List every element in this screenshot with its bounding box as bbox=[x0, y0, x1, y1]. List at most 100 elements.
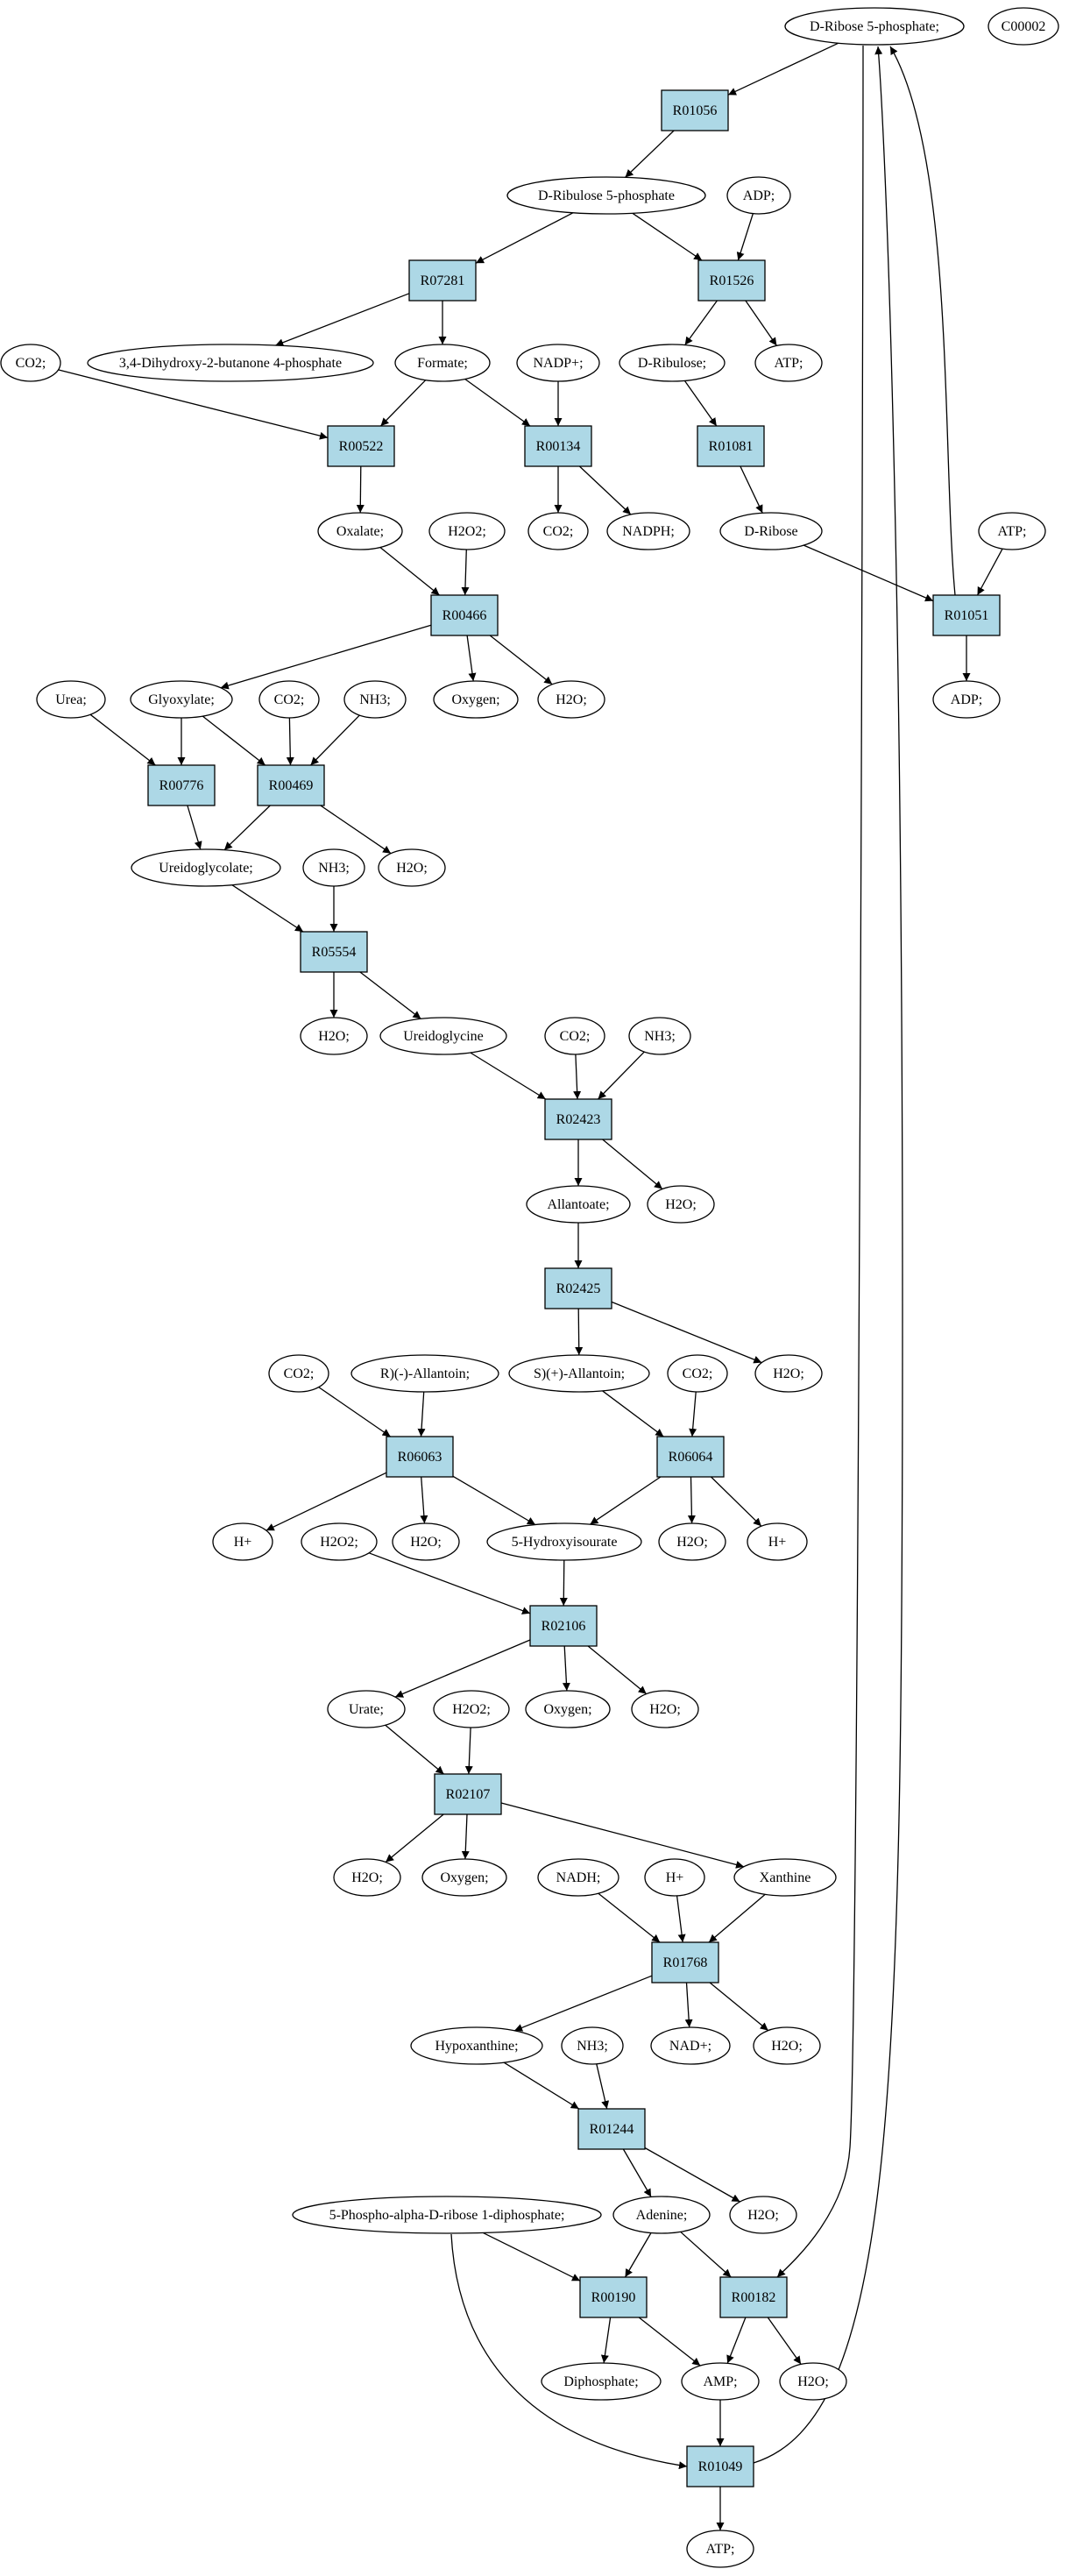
metabolite-node-nh3_4[interactable]: NH3; bbox=[561, 2026, 624, 2065]
metabolite-node-h2o_8[interactable]: H2O; bbox=[631, 1690, 699, 1728]
metabolite-node-c00002[interactable]: C00002 bbox=[988, 7, 1059, 46]
metabolite-node-hplus_3[interactable]: H+ bbox=[644, 1858, 705, 1897]
metabolite-node-h2o_7[interactable]: H2O; bbox=[658, 1522, 726, 1561]
reaction-node-r00134[interactable]: R00134 bbox=[524, 425, 592, 467]
reaction-node-r00466[interactable]: R00466 bbox=[430, 594, 499, 636]
metabolite-node-nh3_1[interactable]: NH3; bbox=[343, 680, 407, 719]
metabolite-node-h2o_12[interactable]: H2O; bbox=[779, 2362, 847, 2401]
reaction-node-r02423[interactable]: R02423 bbox=[544, 1098, 612, 1140]
metabolite-node-diphosphate[interactable]: Diphosphate; bbox=[541, 2362, 662, 2401]
reaction-node-r01051[interactable]: R01051 bbox=[932, 594, 1001, 636]
metabolite-node-adenine[interactable]: Adenine; bbox=[612, 2196, 711, 2234]
reaction-node-r00182[interactable]: R00182 bbox=[719, 2276, 788, 2318]
reaction-box bbox=[579, 2276, 648, 2318]
metabolite-node-atp1[interactable]: ATP; bbox=[754, 344, 823, 382]
metabolite-node-co2_1[interactable]: CO2; bbox=[0, 344, 61, 382]
metabolite-node-s_allantoin[interactable]: S)(+)-Allantoin; bbox=[508, 1354, 650, 1393]
metabolite-node-nh3_2[interactable]: NH3; bbox=[302, 848, 365, 887]
node-label: CO2; bbox=[560, 1029, 591, 1044]
metabolite-node-formate[interactable]: Formate; bbox=[394, 344, 491, 382]
metabolite-node-allantoate[interactable]: Allantoate; bbox=[526, 1185, 631, 1224]
metabolite-node-h2o_2[interactable]: H2O; bbox=[378, 848, 446, 887]
edge-r06064-to-hiu bbox=[590, 1476, 662, 1525]
metabolite-node-dhbp[interactable]: 3,4-Dihydroxy-2-butanone 4-phosphate bbox=[87, 344, 374, 382]
metabolite-ellipse bbox=[421, 1858, 507, 1897]
reaction-node-r00469[interactable]: R00469 bbox=[257, 764, 325, 806]
metabolite-node-prpp[interactable]: 5-Phospho-alpha-D-ribose 1-diphosphate; bbox=[292, 2196, 602, 2234]
metabolite-node-h2o_3[interactable]: H2O; bbox=[300, 1017, 368, 1055]
metabolite-node-hiu[interactable]: 5-Hydroxyisourate bbox=[486, 1522, 642, 1561]
reaction-node-r00522[interactable]: R00522 bbox=[327, 425, 395, 467]
metabolite-ellipse bbox=[733, 1858, 837, 1897]
reaction-node-r01526[interactable]: R01526 bbox=[697, 259, 766, 302]
metabolite-node-oxygen2[interactable]: Oxygen; bbox=[525, 1690, 611, 1728]
metabolite-node-nad[interactable]: NAD+; bbox=[650, 2026, 731, 2065]
metabolite-node-h2o2_2[interactable]: H2O2; bbox=[301, 1522, 378, 1561]
metabolite-node-h2o_6[interactable]: H2O; bbox=[392, 1522, 460, 1561]
metabolite-node-h2o_1[interactable]: H2O; bbox=[537, 680, 605, 719]
metabolite-node-ribose5p[interactable]: D-Ribose 5-phosphate; bbox=[784, 7, 965, 46]
metabolite-ellipse bbox=[932, 680, 1001, 719]
metabolite-node-h2o_4[interactable]: H2O; bbox=[647, 1185, 715, 1224]
metabolite-node-hplus_2[interactable]: H+ bbox=[747, 1522, 808, 1561]
metabolite-node-co2_4[interactable]: CO2; bbox=[544, 1017, 605, 1055]
reaction-node-r01056[interactable]: R01056 bbox=[661, 89, 729, 131]
reaction-node-r02106[interactable]: R02106 bbox=[529, 1605, 598, 1647]
metabolite-node-h2o_9[interactable]: H2O; bbox=[333, 1858, 401, 1897]
metabolite-node-co2_2[interactable]: CO2; bbox=[527, 512, 589, 550]
metabolite-node-oxalate[interactable]: Oxalate; bbox=[317, 512, 403, 550]
node-label: Ureidoglycine bbox=[403, 1029, 484, 1044]
reaction-node-r05554[interactable]: R05554 bbox=[300, 931, 368, 973]
metabolite-node-co2_3[interactable]: CO2; bbox=[258, 680, 320, 719]
reaction-node-r02107[interactable]: R02107 bbox=[434, 1773, 502, 1815]
metabolite-node-oxygen1[interactable]: Oxygen; bbox=[433, 680, 519, 719]
metabolite-node-ribulose5p[interactable]: D-Ribulose 5-phosphate bbox=[506, 176, 706, 215]
metabolite-ellipse bbox=[212, 1522, 273, 1561]
node-label: H2O2; bbox=[320, 1535, 358, 1550]
metabolite-node-nh3_3[interactable]: NH3; bbox=[628, 1017, 691, 1055]
metabolite-node-ureidoglycolate[interactable]: Ureidoglycolate; bbox=[131, 848, 281, 887]
metabolite-node-amp[interactable]: AMP; bbox=[681, 2362, 760, 2401]
metabolite-node-glyoxylate[interactable]: Glyoxylate; bbox=[130, 680, 233, 719]
metabolite-node-urate[interactable]: Urate; bbox=[327, 1690, 406, 1728]
metabolite-node-co2_5[interactable]: CO2; bbox=[268, 1354, 329, 1393]
edge-r02106-to-oxygen2 bbox=[562, 1645, 570, 1692]
metabolite-node-hplus_1[interactable]: H+ bbox=[212, 1522, 273, 1561]
metabolite-node-oxygen3[interactable]: Oxygen; bbox=[421, 1858, 507, 1897]
metabolite-node-adp1[interactable]: ADP; bbox=[726, 176, 791, 215]
reaction-node-r06064[interactable]: R06064 bbox=[656, 1436, 725, 1478]
metabolite-node-ribose[interactable]: D-Ribose bbox=[719, 512, 823, 550]
metabolite-node-r_allantoin[interactable]: R)(-)-Allantoin; bbox=[350, 1354, 499, 1393]
metabolite-ellipse bbox=[647, 1185, 715, 1224]
metabolite-ellipse bbox=[131, 848, 281, 887]
metabolite-node-atp3[interactable]: ATP; bbox=[686, 2530, 754, 2568]
metabolite-node-urea[interactable]: Urea; bbox=[36, 680, 106, 719]
metabolite-node-adp2[interactable]: ADP; bbox=[932, 680, 1001, 719]
metabolite-node-h2o_11[interactable]: H2O; bbox=[729, 2196, 797, 2234]
metabolite-node-nadh[interactable]: NADH; bbox=[537, 1858, 619, 1897]
metabolite-node-atp2[interactable]: ATP; bbox=[978, 512, 1046, 550]
metabolite-node-h2o_5[interactable]: H2O; bbox=[754, 1354, 823, 1393]
reaction-node-r00190[interactable]: R00190 bbox=[579, 2276, 648, 2318]
metabolite-node-hypoxanthine[interactable]: Hypoxanthine; bbox=[410, 2026, 543, 2065]
metabolite-node-ribulose[interactable]: D-Ribulose; bbox=[619, 344, 726, 382]
edge-urate-to-r02107 bbox=[385, 1724, 444, 1775]
metabolite-node-h2o2_1[interactable]: H2O2; bbox=[428, 512, 506, 550]
metabolite-node-xanthine[interactable]: Xanthine bbox=[733, 1858, 837, 1897]
metabolite-node-h2o_10[interactable]: H2O; bbox=[753, 2026, 821, 2065]
reaction-node-r01244[interactable]: R01244 bbox=[577, 2108, 646, 2150]
reaction-node-r06063[interactable]: R06063 bbox=[386, 1436, 454, 1478]
reaction-node-r01768[interactable]: R01768 bbox=[651, 1941, 719, 1983]
reaction-node-r00776[interactable]: R00776 bbox=[147, 764, 216, 806]
reaction-node-r07281[interactable]: R07281 bbox=[408, 259, 477, 302]
reaction-node-r02425[interactable]: R02425 bbox=[544, 1267, 612, 1309]
reaction-box bbox=[434, 1773, 502, 1815]
metabolite-node-ureidoglycine[interactable]: Ureidoglycine bbox=[379, 1017, 507, 1055]
node-label: Diphosphate; bbox=[563, 2374, 638, 2389]
reaction-node-r01049[interactable]: R01049 bbox=[686, 2445, 754, 2487]
metabolite-node-h2o2_3[interactable]: H2O2; bbox=[433, 1690, 510, 1728]
reaction-node-r01081[interactable]: R01081 bbox=[697, 425, 765, 467]
metabolite-node-nadph[interactable]: NADPH; bbox=[606, 512, 690, 550]
metabolite-node-nadp[interactable]: NADP+; bbox=[516, 344, 600, 382]
metabolite-node-co2_6[interactable]: CO2; bbox=[667, 1354, 728, 1393]
